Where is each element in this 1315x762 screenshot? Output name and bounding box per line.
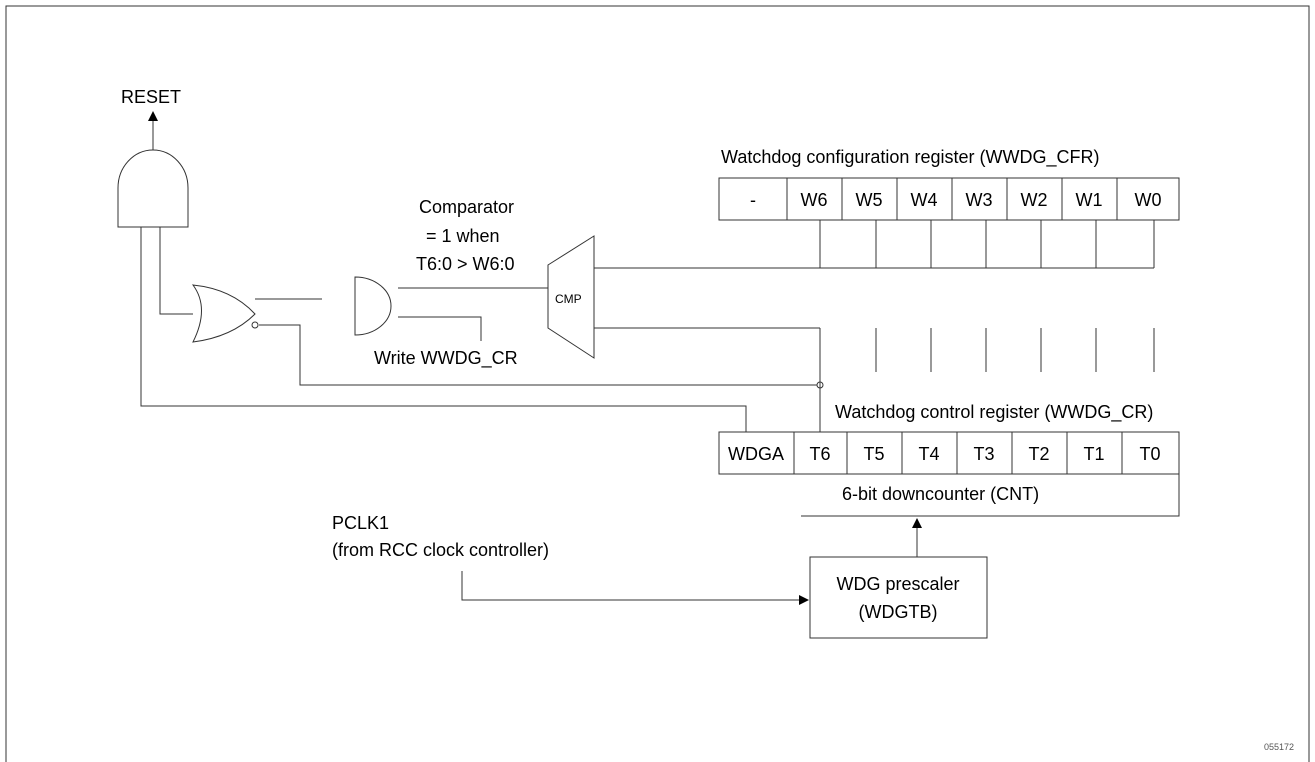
cr-bit-label: T0	[1139, 444, 1160, 464]
cmp-label: CMP	[555, 292, 582, 306]
cr-bit-label: T2	[1028, 444, 1049, 464]
cfr-bit-cell	[896, 177, 953, 221]
cfr-title: Watchdog configuration register (WWDG_CF…	[721, 147, 1099, 168]
pclk-label-1: PCLK1	[332, 513, 389, 533]
comparator-label-2: = 1 when	[426, 226, 500, 246]
cfr-bit-label: W4	[911, 190, 938, 210]
cr-bit-label: T6	[809, 444, 830, 464]
cfr-bit-label: W2	[1021, 190, 1048, 210]
cr-bit-cell	[1011, 431, 1068, 475]
cr-bit-label: WDGA	[728, 444, 784, 464]
reset-and-gate	[117, 149, 189, 228]
pclk-label-2: (from RCC clock controller)	[332, 540, 549, 560]
compare-and-gate	[354, 276, 392, 336]
reset-gate-left-input	[140, 227, 747, 432]
cfr-bit-label: W6	[801, 190, 828, 210]
cfr-bit-cell	[1116, 177, 1180, 221]
or-gate-inversion-bubble	[251, 321, 259, 329]
figure-id: 055172	[1264, 742, 1294, 752]
pclk-to-prescaler-arrow	[461, 571, 809, 605]
cr-title: Watchdog control register (WWDG_CR)	[835, 402, 1153, 423]
figure-frame	[5, 5, 1310, 762]
cfr-register: - W6 W5 W4 W3 W2 W1 W0	[718, 177, 1180, 221]
cr-bit-label: T1	[1083, 444, 1104, 464]
cfr-bit-label: W0	[1135, 190, 1162, 210]
cr-bit-cell	[1066, 431, 1123, 475]
write-to-and-wire	[398, 316, 482, 341]
cfr-bit-label: W5	[856, 190, 883, 210]
cfr-bit-label: W3	[966, 190, 993, 210]
write-cr-label: Write WWDG_CR	[374, 348, 518, 369]
cfr-bit-cell	[718, 177, 788, 221]
cfr-bit-label: -	[750, 190, 756, 210]
downcounter-label: 6-bit downcounter (CNT)	[842, 484, 1039, 504]
cr-register: WDGA T6 T5 T4 T3 T2 T1 T0	[718, 431, 1180, 475]
cr-bit-cell	[956, 431, 1013, 475]
prescaler-label-1: WDG prescaler	[836, 574, 959, 594]
cfr-bit-label: W1	[1076, 190, 1103, 210]
cmp-block	[547, 235, 595, 359]
cr-bit-label: T5	[863, 444, 884, 464]
cr-bus	[594, 327, 1155, 432]
t6-to-or-bubble-wire	[259, 324, 820, 386]
cfr-bus	[594, 220, 1155, 269]
or-gate	[191, 284, 256, 343]
cr-bit-label: T4	[918, 444, 939, 464]
comparator-label-1: Comparator	[419, 197, 514, 217]
cfr-bit-cell	[1061, 177, 1118, 221]
prescaler-label-2: (WDGTB)	[859, 602, 938, 622]
cr-bit-cell	[1121, 431, 1180, 475]
reset-gate-right-input	[159, 227, 193, 315]
prescaler-block	[809, 556, 988, 639]
downcounter-bracket	[801, 474, 1180, 517]
comparator-label-3: T6:0 > W6:0	[416, 254, 515, 274]
cr-bit-label: T3	[973, 444, 994, 464]
cr-bit-cell	[718, 431, 795, 475]
reset-label: RESET	[121, 87, 181, 107]
